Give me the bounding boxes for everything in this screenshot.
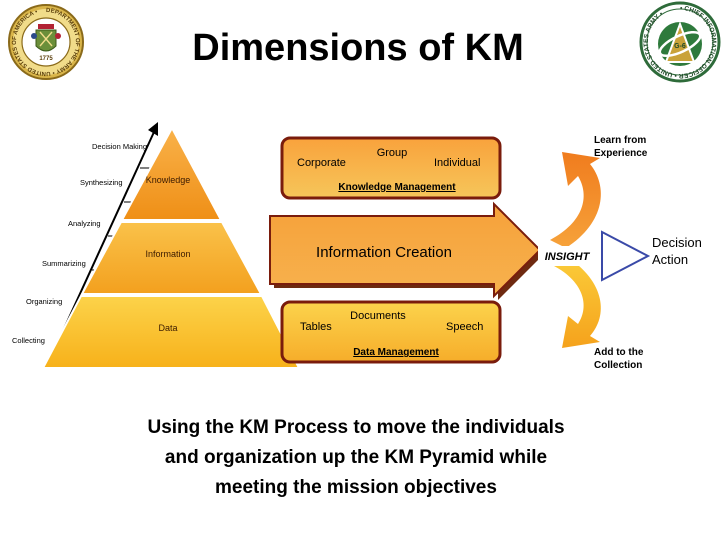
step-synthesizing: Synthesizing xyxy=(80,178,123,187)
learn-from-label-line1: Learn from xyxy=(594,135,646,146)
collection-curved-arrow xyxy=(550,256,601,348)
add-to-collection-line2: Collection xyxy=(594,360,642,371)
km-title: Knowledge Management xyxy=(338,182,456,193)
step-analyzing: Analyzing xyxy=(68,219,101,228)
dm-documents-label: Documents xyxy=(350,310,406,322)
knowledge-management-box xyxy=(280,136,502,200)
cio-seal-center-text: G-6 xyxy=(674,43,686,50)
pyramid-label-knowledge: Knowledge xyxy=(146,175,191,185)
add-to-collection-line1: Add to the xyxy=(594,347,644,358)
step-collecting: Collecting xyxy=(12,336,45,345)
step-decision-making: Decision Making xyxy=(92,142,147,151)
pyramid-label-information: Information xyxy=(145,249,190,259)
army-seal-year: 1775 xyxy=(39,56,53,62)
cio-g6-seal-logo: • CHIEF INFORMATION OFFICER • UNITED STA… xyxy=(639,1,721,83)
pyramid-level-knowledge xyxy=(120,125,223,221)
caption-line-1: Using the KM Process to move the individ… xyxy=(147,417,564,438)
decision-triangle xyxy=(601,230,651,282)
decision-label-line2: Action xyxy=(652,252,688,267)
km-corporate-label: Corporate xyxy=(297,157,346,169)
information-creation-arrow xyxy=(269,201,544,300)
page-title: Dimensions of KM xyxy=(192,27,523,69)
army-seal-logo: DEPARTMENT OF THE ARMY • UNITED STATES O… xyxy=(8,4,84,80)
dm-title: Data Management xyxy=(353,347,439,358)
insight-label: INSIGHT xyxy=(545,251,591,263)
information-creation-label: Information Creation xyxy=(316,244,452,261)
learn-from-label-line2: Experience xyxy=(594,148,648,159)
insight-box xyxy=(538,246,598,266)
caption-line-3: meeting the mission objectives xyxy=(215,477,497,498)
km-individual-label: Individual xyxy=(434,157,480,169)
data-management-box xyxy=(280,300,502,364)
pyramid-level-data xyxy=(41,295,301,369)
pyramid-level-information xyxy=(80,221,263,295)
decision-label-line1: Decision xyxy=(652,235,702,250)
caption-line-2: and organization up the KM Pyramid while xyxy=(165,447,547,468)
step-summarizing: Summarizing xyxy=(42,259,86,268)
km-group-label: Group xyxy=(377,147,408,159)
step-organizing: Organizing xyxy=(26,297,62,306)
km-pyramid xyxy=(41,125,301,369)
dm-speech-label: Speech xyxy=(446,321,483,333)
learn-curved-arrow xyxy=(550,152,601,248)
dm-tables-label: Tables xyxy=(300,321,332,333)
pyramid-label-data: Data xyxy=(158,323,177,333)
